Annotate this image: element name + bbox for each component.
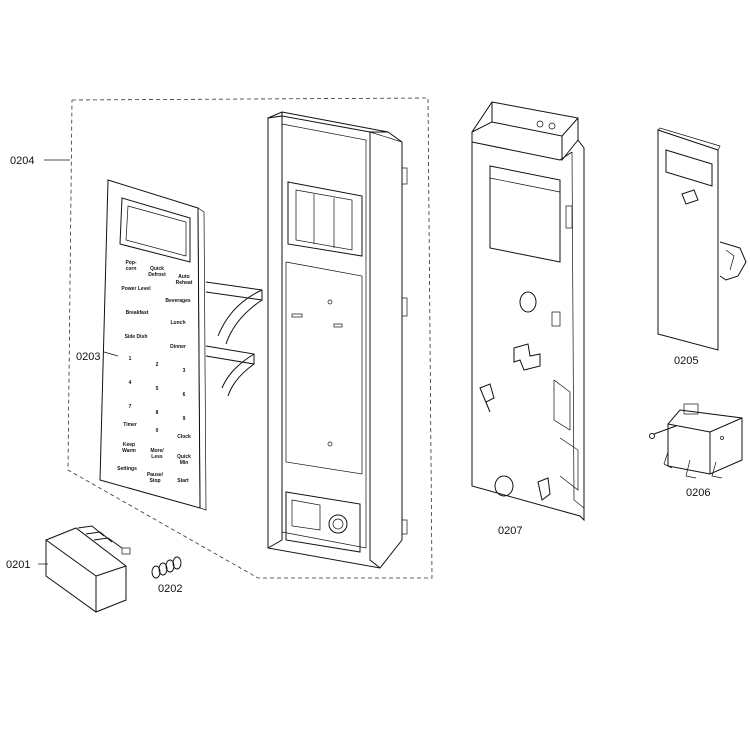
keypad-key-label: Breakfast (126, 310, 149, 316)
callout-0201: 0201 (6, 559, 30, 571)
keypad-key-label: More/Less (150, 448, 164, 460)
part-0206-door-switch (649, 403, 743, 479)
assembly-0204-outline (67, 97, 433, 579)
keypad-key-label: 8 (156, 410, 159, 416)
leader-0203 (103, 351, 119, 357)
part-0201-door-button (45, 525, 131, 613)
keypad-key-label: 7 (129, 404, 132, 410)
part-0207-bracket (471, 101, 585, 522)
keypad-key-label: 0 (156, 428, 159, 434)
part-0202-spring (151, 556, 182, 579)
keypad-key-label: Timer (123, 422, 137, 428)
keypad-key-label: Lunch (171, 320, 186, 326)
keypad-key-label: 6 (183, 392, 186, 398)
callout-0207: 0207 (498, 525, 522, 537)
callout-0205: 0205 (674, 355, 698, 367)
keypad-key-label: 1 (129, 356, 132, 362)
keypad-key-label: Start (177, 478, 189, 484)
keypad-key-label: 4 (129, 380, 132, 386)
keypad-key-label: Pop-corn (125, 260, 136, 272)
keypad-key-label: Clock (177, 434, 191, 440)
callout-0202: 0202 (158, 583, 182, 595)
keypad-key-label: Dinner (170, 344, 186, 350)
part-0203-keypad-membrane (99, 179, 263, 511)
keypad-key-label: 5 (156, 386, 159, 392)
callout-0206: 0206 (686, 487, 710, 499)
callout-0204: 0204 (10, 155, 34, 167)
callout-0203: 0203 (76, 351, 100, 363)
part-0204-control-panel-frame (267, 111, 408, 569)
keypad-key-label: Pause/Stop (147, 472, 164, 484)
keypad-key-label: Side Dish (125, 334, 148, 340)
part-0205-control-board (657, 127, 747, 351)
keypad-key-label: Settings (117, 466, 137, 472)
keypad-key-label: Beverages (165, 298, 191, 304)
keypad-key-label: Power Level (121, 286, 151, 292)
keypad-key-label: 2 (156, 362, 159, 368)
keypad-key-label: 9 (183, 416, 186, 422)
keypad-key-label: 3 (183, 368, 186, 374)
